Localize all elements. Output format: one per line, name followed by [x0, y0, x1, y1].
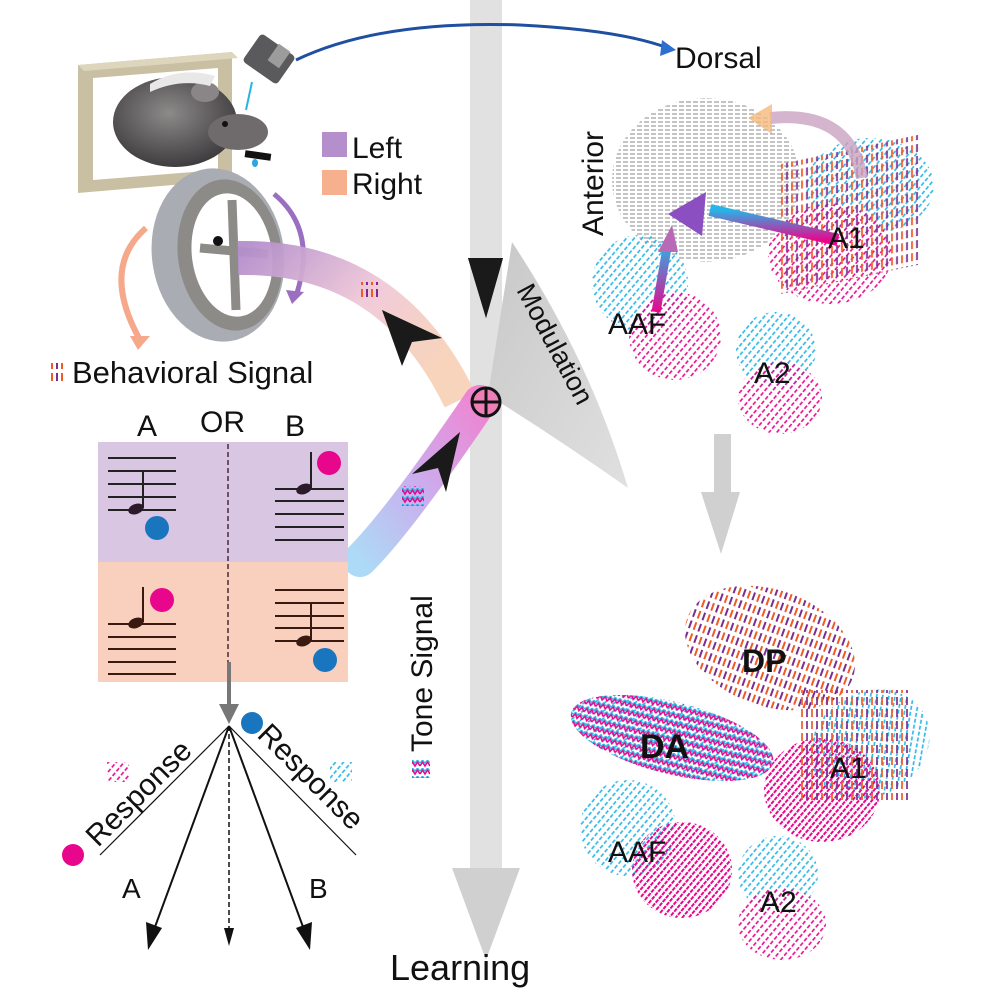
response-left-label: Response [80, 734, 199, 853]
learning-label: Learning [390, 947, 530, 988]
cortex-map-before: Dorsal Anterior A1 AAF A2 [577, 42, 934, 434]
tone-signal-label: Tone Signal [406, 595, 439, 752]
aaf-to-center-arrow [651, 241, 673, 313]
map-transition-arrow [701, 434, 740, 554]
area-dp-label: DP [742, 643, 786, 679]
task-col-b-label: B [285, 410, 305, 443]
blue-cue-dot [313, 648, 337, 672]
area-a2-magenta [738, 362, 822, 434]
staff-a-left [108, 457, 176, 511]
choice-b-label: B [309, 873, 328, 904]
area-aaf-label: AAF [608, 308, 666, 341]
area-a1-after-behavioral [800, 690, 910, 800]
area-aaf-after-label: AAF [608, 836, 666, 869]
note-icon [296, 483, 312, 495]
anterior-label: Anterior [577, 131, 610, 236]
magenta-pattern-swatch [107, 762, 129, 782]
area-aaf-magenta [629, 292, 721, 380]
area-a1-label: A1 [828, 222, 865, 255]
running-wheel [151, 168, 285, 342]
blue-cue-dot [145, 516, 169, 540]
area-dp [684, 585, 856, 711]
cortex-map-after: DP DA A1 AAF A2 [570, 585, 930, 960]
blue-response-dot [241, 712, 263, 734]
mouse-illustration [113, 72, 272, 167]
a1-to-center-arrow [708, 204, 840, 246]
tone-signal-legend-glyph [412, 760, 430, 778]
direction-legend: Left Right [322, 132, 423, 201]
area-da-magenta [570, 694, 774, 782]
imaging-path-arrow [295, 22, 669, 62]
choice-a-label: A [122, 873, 141, 904]
legend-swatch-left [322, 132, 347, 157]
area-a1-after-label: A1 [830, 752, 867, 785]
magenta-response-dot [62, 844, 84, 866]
task-or-label: OR [200, 406, 245, 439]
modulation-cone [488, 242, 628, 488]
response-fan [99, 662, 357, 950]
area-aaf-after-magenta [632, 822, 732, 918]
magenta-cue-dot [150, 588, 174, 612]
dorsal-label: Dorsal [675, 42, 762, 75]
tone-flow-chevron-icon [412, 432, 460, 492]
note-icon [128, 503, 144, 515]
left-turn-arrow [272, 192, 306, 297]
magenta-cue-dot [317, 451, 341, 475]
task-grid: A OR B [98, 406, 348, 682]
legend-label-left: Left [352, 132, 403, 165]
tone-signal-glyph [402, 486, 424, 506]
area-a2-after-magenta [738, 888, 826, 960]
response-right-label: Response [251, 718, 370, 837]
area-a1-behavioral [780, 134, 920, 295]
area-a2-label: A2 [754, 357, 791, 390]
task-col-a-label: A [137, 410, 157, 443]
legend-swatch-right [322, 170, 347, 195]
cyan-pattern-swatch [330, 762, 352, 782]
learning-arrow [452, 0, 520, 960]
tone-signal-pipe [343, 385, 497, 577]
note-icon [296, 635, 312, 647]
area-da-label: DA [640, 728, 689, 766]
legend-label-right: Right [352, 168, 423, 201]
behavioral-signal-glyph [360, 282, 380, 300]
right-turn-arrow [118, 225, 149, 342]
area-a2-after-label: A2 [760, 886, 797, 919]
behavioral-signal-legend-glyph [48, 363, 66, 381]
microscope-objective-icon [243, 34, 295, 111]
integration-node [470, 386, 502, 418]
a1-feedback-arrow [769, 111, 868, 180]
note-icon [128, 617, 144, 629]
behavioral-signal-label: Behavioral Signal [72, 355, 313, 390]
